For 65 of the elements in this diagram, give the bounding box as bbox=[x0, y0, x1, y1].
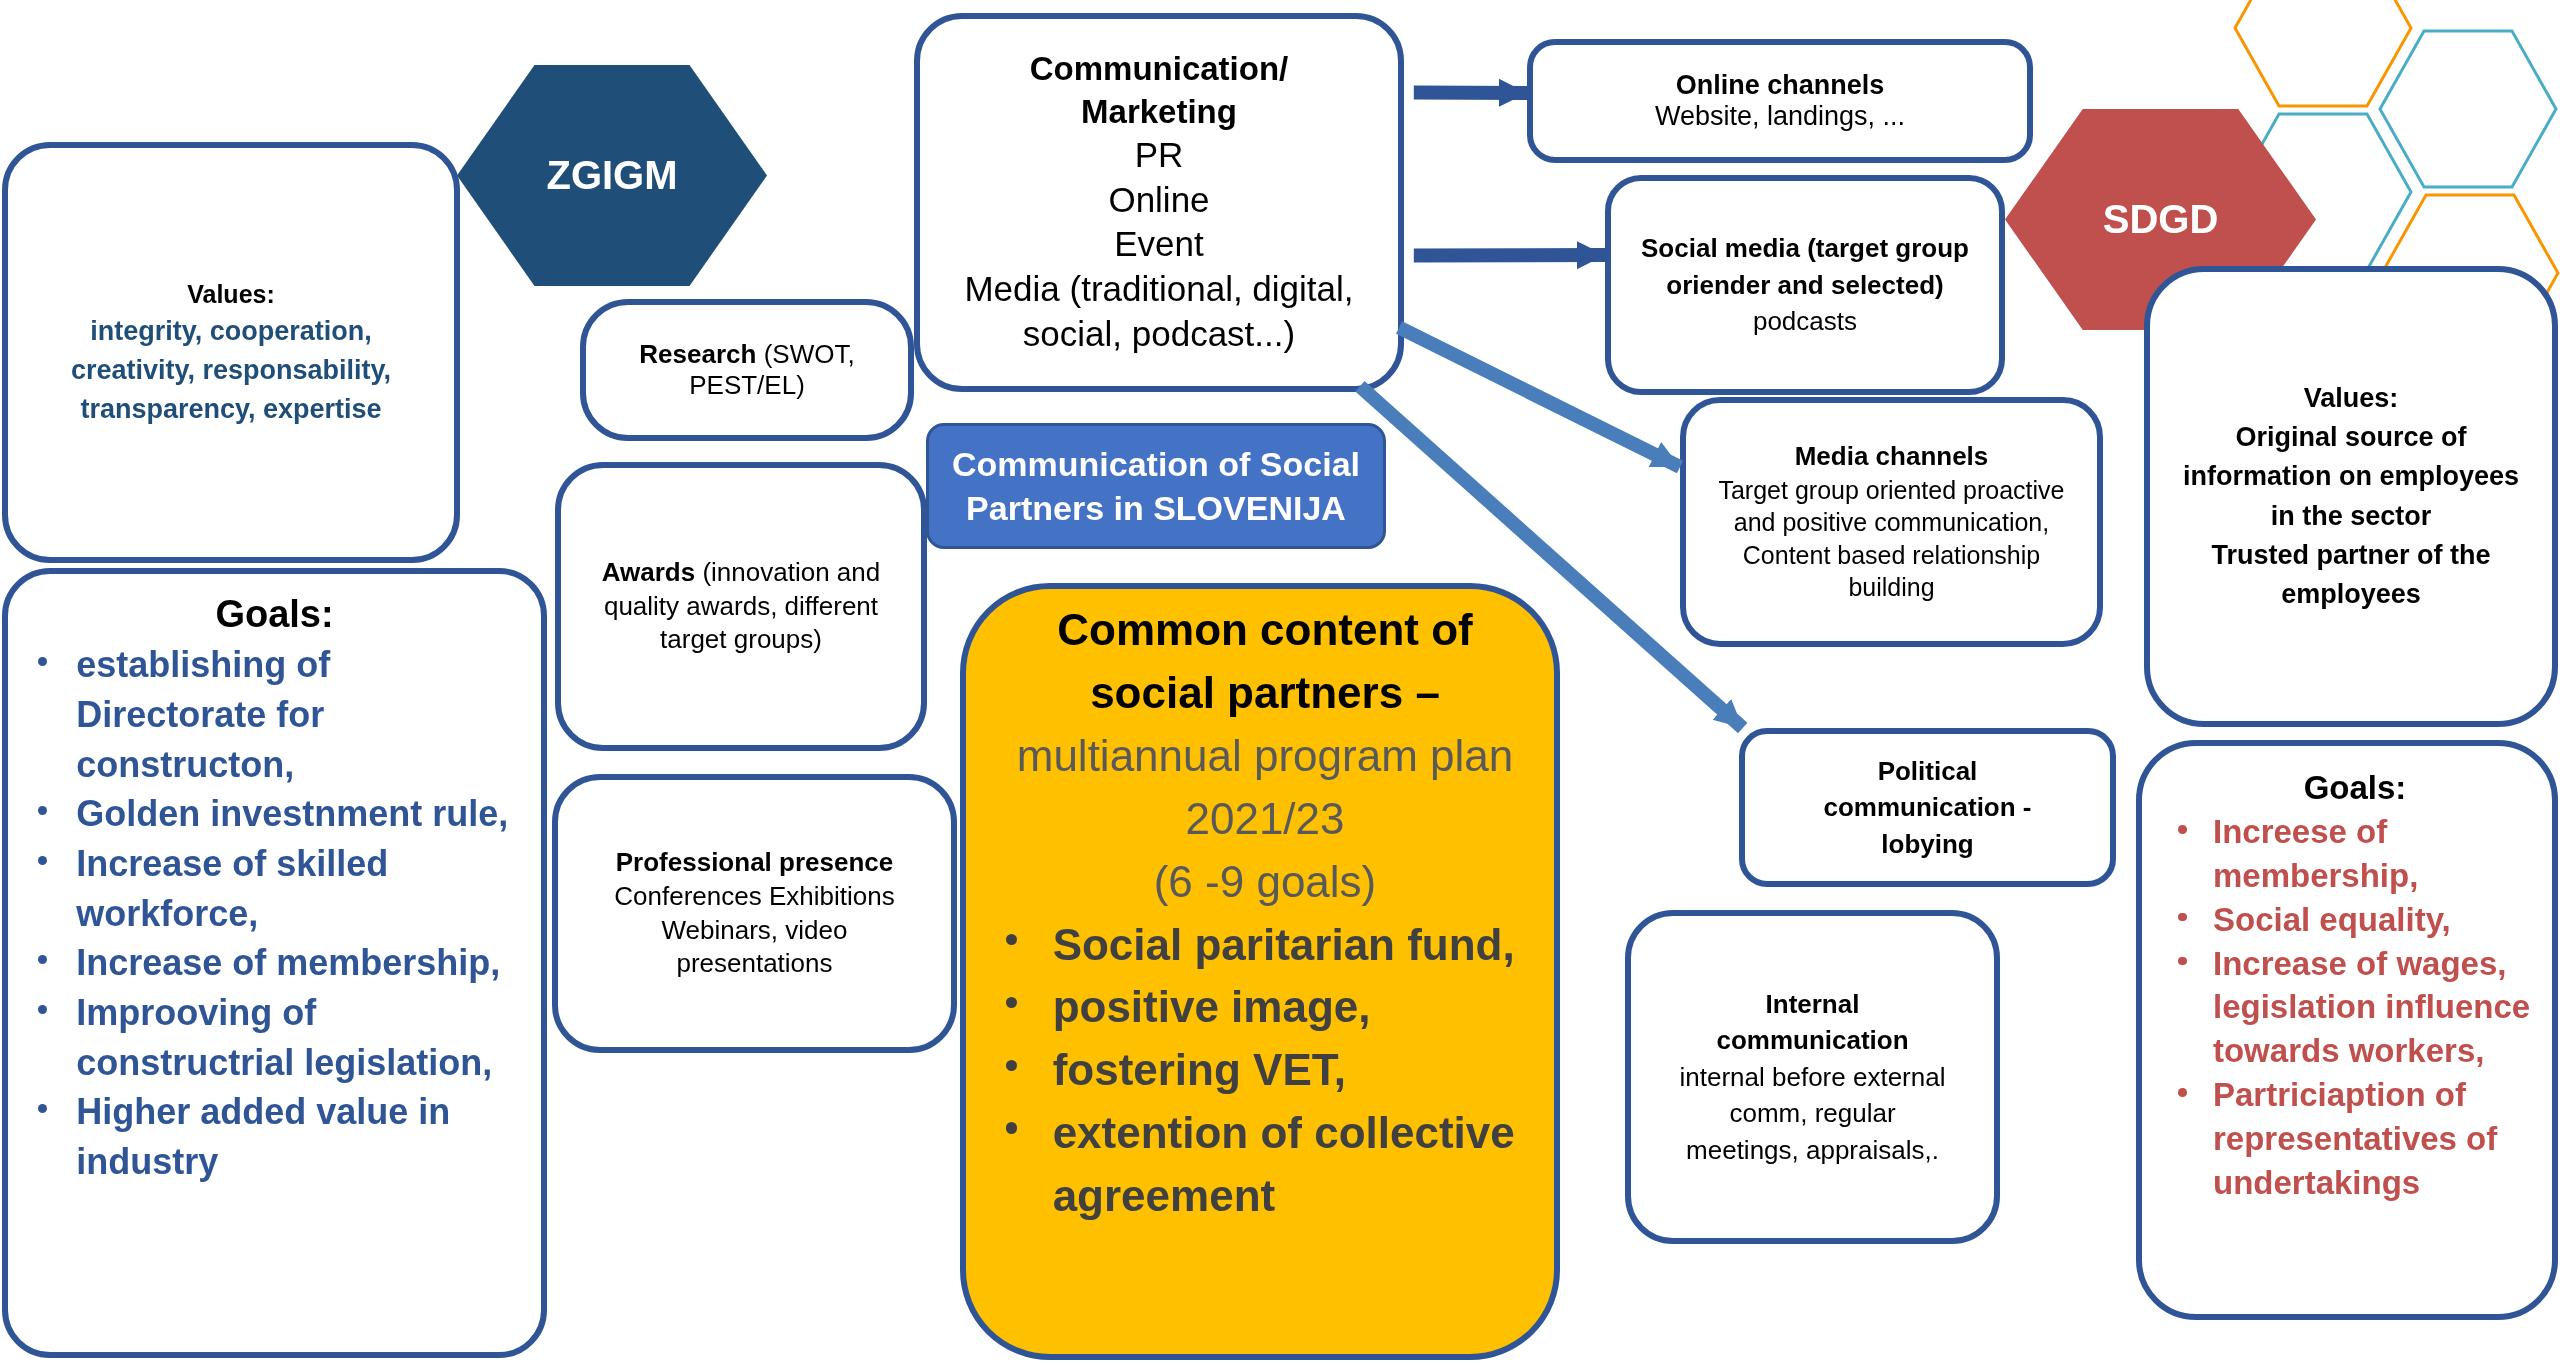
heading: Political communication - lobying bbox=[1822, 754, 2033, 861]
list-item: Social paritarian fund, bbox=[1052, 918, 1515, 971]
rounded-box bbox=[555, 462, 927, 751]
hexagon-label: SDGD bbox=[2102, 197, 2219, 242]
rounded-box bbox=[960, 583, 1560, 1360]
heading: Communication/ Marketing bbox=[1028, 49, 1290, 132]
rounded-box bbox=[1527, 39, 2033, 163]
rounded-box bbox=[2, 142, 460, 563]
hexagon-label: ZGIGM bbox=[546, 153, 678, 198]
body-text: Event bbox=[1114, 223, 1204, 266]
arrow bbox=[1413, 241, 1606, 270]
heading: Values: bbox=[2303, 382, 2399, 416]
list-item: Partriciaption of representatives of undertakings bbox=[2212, 1075, 2499, 1203]
heading: Professional presence bbox=[615, 845, 894, 879]
list-item: Higher added value in industry bbox=[76, 1090, 452, 1185]
heading: Social media (target group oriender and selected) bbox=[1641, 232, 1969, 302]
list-item: Increase of membership, bbox=[76, 941, 501, 986]
list-item: fostering VET, bbox=[1052, 1044, 1346, 1097]
heading: Goals: bbox=[215, 592, 334, 637]
body-text: (6 -9 goals) bbox=[1153, 855, 1377, 908]
rounded-box bbox=[1625, 910, 2000, 1244]
arrow bbox=[1413, 78, 1528, 107]
heading: Common content of social partners – bbox=[1056, 604, 1474, 719]
body-text: Website, landings, ... bbox=[1654, 101, 1906, 132]
rounded-box bbox=[1680, 397, 2103, 647]
list-item: Increase of skilled workforce, bbox=[76, 842, 390, 936]
list-item: establishing of Directorate for constructon, bbox=[76, 643, 332, 787]
rounded-box bbox=[2, 568, 547, 1358]
body-text: Trusted partner of the employees bbox=[2210, 538, 2492, 611]
body-text: integrity, cooperation, creativity, responsability, transparency, expertise bbox=[69, 314, 393, 427]
arrow bbox=[1355, 381, 1748, 734]
body-text: Original source of information on employees in the sector bbox=[2181, 421, 2521, 533]
heading: Research (SWOT, PEST/EL) bbox=[638, 339, 856, 401]
list-item: extention of collective agreement bbox=[1052, 1107, 1516, 1223]
heading: Online channels bbox=[1675, 70, 1885, 101]
rounded-box bbox=[914, 13, 1404, 392]
body-text: multiannual program plan 2021/23 bbox=[1015, 729, 1515, 845]
heading: Media channels bbox=[1794, 440, 1989, 474]
body-text: internal before external comm, regular meetings, appraisals,. bbox=[1678, 1060, 1947, 1167]
list-item: Increese of membership, bbox=[2212, 811, 2420, 896]
heading: Internal communication bbox=[1715, 988, 1910, 1058]
body-text: Conferences Exhibitions Webinars, video presentations bbox=[613, 879, 896, 981]
list-item: Golden investnment rule, bbox=[76, 792, 509, 837]
heading: Values: bbox=[187, 278, 275, 310]
title-banner bbox=[926, 423, 1386, 549]
rounded-box bbox=[2136, 740, 2558, 1320]
body-text: PR bbox=[1134, 133, 1184, 176]
body-text: Online bbox=[1108, 178, 1210, 221]
list-item: Social equality, bbox=[2212, 899, 2451, 940]
heading: Awards (innovation and quality awards, different target groups) bbox=[601, 555, 881, 657]
body-text: Media (traditional, digital, social, podcast...) bbox=[963, 268, 1355, 355]
rounded-box bbox=[552, 774, 957, 1053]
rounded-box bbox=[1739, 728, 2116, 887]
body-text: podcasts bbox=[1752, 305, 1858, 339]
arrow bbox=[1396, 321, 1684, 474]
list-item: positive image, bbox=[1052, 981, 1371, 1034]
body-text: Target group oriented proactive and positive communication, bbox=[1717, 474, 2066, 539]
body-text: Content based relationship building bbox=[1741, 539, 2042, 604]
heading: Communication of Social Partners in SLOVENIJA bbox=[950, 443, 1361, 529]
rounded-box bbox=[1605, 175, 2005, 395]
rounded-box bbox=[580, 299, 914, 441]
list-item: Improoving of constructrial legislation, bbox=[76, 991, 494, 1085]
rounded-box bbox=[2144, 266, 2558, 727]
list-item: Increase of wages, legislation influence towards workers, bbox=[2212, 943, 2532, 1072]
heading: Goals: bbox=[2303, 768, 2407, 808]
